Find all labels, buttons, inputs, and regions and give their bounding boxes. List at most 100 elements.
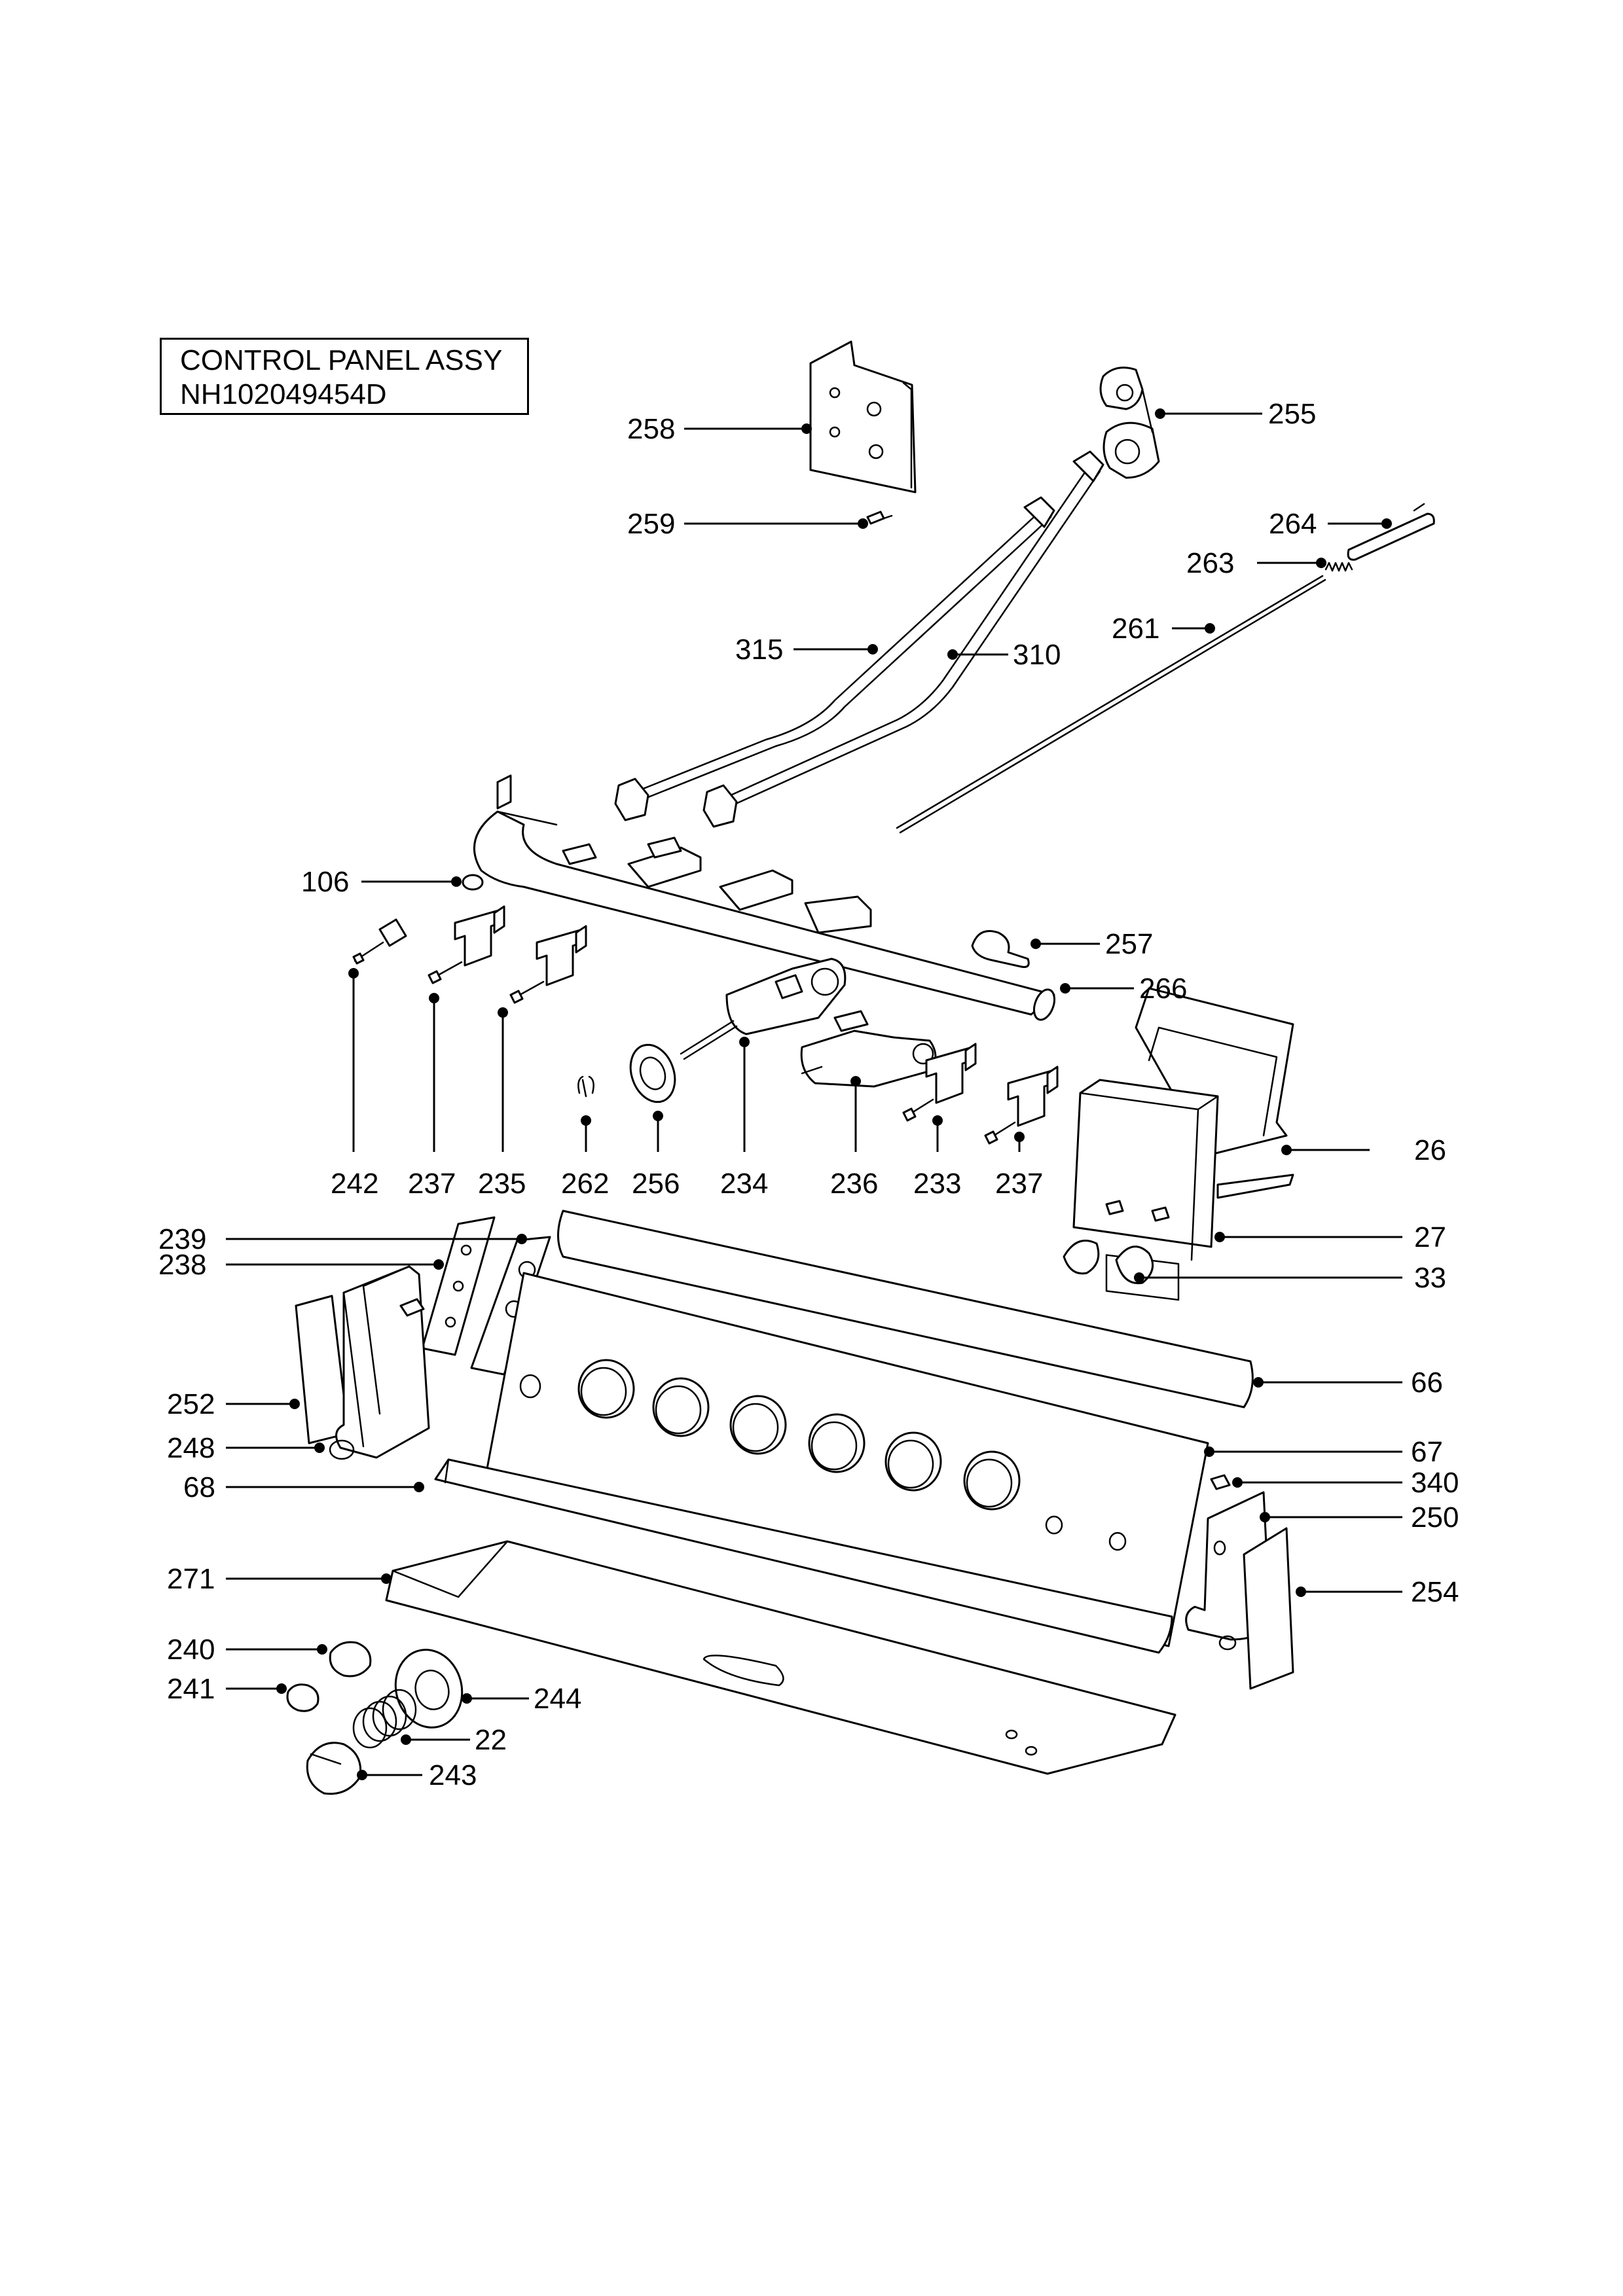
label-256: 256 xyxy=(632,1168,680,1200)
callout-271: 271 xyxy=(167,1563,392,1595)
callout-242: 242 xyxy=(331,968,378,1200)
label-250: 250 xyxy=(1411,1501,1459,1534)
callout-241: 241 xyxy=(167,1673,287,1705)
label-271: 271 xyxy=(167,1563,215,1595)
label-26: 26 xyxy=(1414,1134,1446,1166)
part-315-310-gas-tubes xyxy=(614,450,1104,828)
part-240-knob-insert xyxy=(329,1641,372,1677)
part-257-clip xyxy=(971,930,1030,968)
callout-259: 259 xyxy=(627,508,868,540)
label-248: 248 xyxy=(167,1432,215,1464)
label-254: 254 xyxy=(1411,1576,1459,1608)
callout-262: 262 xyxy=(561,1115,609,1200)
callout-266: 266 xyxy=(1060,973,1187,1005)
label-243: 243 xyxy=(429,1759,477,1791)
part-22-spring xyxy=(352,1689,417,1749)
part-264-rod-end xyxy=(1347,503,1435,561)
callout-236: 236 xyxy=(830,1076,878,1200)
callout-248: 248 xyxy=(167,1432,325,1464)
part-340-clip xyxy=(1210,1474,1231,1490)
callout-240: 240 xyxy=(167,1634,327,1666)
callout-264: 264 xyxy=(1269,508,1392,540)
callout-234: 234 xyxy=(720,1037,768,1200)
label-258: 258 xyxy=(627,413,675,445)
part-237-valve-a xyxy=(428,905,505,984)
callout-252: 252 xyxy=(167,1388,300,1420)
label-67: 67 xyxy=(1411,1436,1443,1468)
label-241: 241 xyxy=(167,1673,215,1705)
part-234-valve xyxy=(680,958,847,1060)
part-254-right-gasket xyxy=(1243,1527,1294,1690)
callout-340: 340 xyxy=(1232,1467,1459,1499)
callout-310: 310 xyxy=(947,639,1061,671)
part-106-cap xyxy=(462,874,484,891)
label-264: 264 xyxy=(1269,508,1317,540)
part-27-timer xyxy=(1072,1079,1219,1301)
label-66: 66 xyxy=(1411,1367,1443,1399)
part-68-lower-trim xyxy=(434,1458,1173,1654)
part-258-bracket xyxy=(809,340,917,493)
part-271-bottom-plate xyxy=(385,1540,1176,1775)
callout-235: 235 xyxy=(478,1007,526,1200)
label-244: 244 xyxy=(534,1683,581,1715)
label-310: 310 xyxy=(1013,639,1061,671)
callout-261: 261 xyxy=(1112,613,1215,645)
callout-239: 239 xyxy=(158,1223,527,1255)
callout-33: 33 xyxy=(1134,1262,1446,1294)
part-266-manifold xyxy=(473,774,1056,1021)
callout-68: 68 xyxy=(183,1471,424,1503)
callout-237a: 237 xyxy=(408,993,456,1200)
label-240: 240 xyxy=(167,1634,215,1666)
label-252: 252 xyxy=(167,1388,215,1420)
label-22: 22 xyxy=(475,1724,507,1756)
part-66-top-trim xyxy=(557,1210,1254,1408)
callout-257: 257 xyxy=(1030,928,1153,960)
label-257: 257 xyxy=(1105,928,1153,960)
part-256-bezel xyxy=(629,1043,676,1103)
label-340: 340 xyxy=(1411,1467,1459,1499)
callout-256: 256 xyxy=(632,1111,680,1200)
label-261: 261 xyxy=(1112,613,1159,645)
label-33: 33 xyxy=(1414,1262,1446,1294)
part-243-knob xyxy=(306,1742,362,1795)
part-237-valve-b xyxy=(984,1066,1059,1145)
part-241-knob-insert xyxy=(286,1683,319,1712)
label-239: 239 xyxy=(158,1223,206,1255)
callout-237b: 237 xyxy=(995,1132,1043,1200)
callout-67: 67 xyxy=(1204,1436,1443,1468)
callout-250: 250 xyxy=(1260,1501,1459,1534)
callout-254: 254 xyxy=(1296,1576,1459,1608)
part-244-bezel xyxy=(394,1649,464,1729)
label-259: 259 xyxy=(627,508,675,540)
label-266: 266 xyxy=(1139,973,1187,1005)
callout-315: 315 xyxy=(735,634,878,666)
label-255: 255 xyxy=(1268,398,1316,430)
callout-258: 258 xyxy=(627,413,812,445)
part-33-timer-knobs xyxy=(1063,1240,1154,1285)
label-262: 262 xyxy=(561,1168,609,1200)
diagram-title: CONTROL PANEL ASSY xyxy=(180,344,503,376)
callout-106: 106 xyxy=(301,866,462,898)
label-106: 106 xyxy=(301,866,349,898)
label-234: 234 xyxy=(720,1168,768,1200)
label-237-right: 237 xyxy=(995,1168,1043,1200)
callout-244: 244 xyxy=(462,1683,581,1715)
part-67-control-panel xyxy=(483,1272,1209,1647)
label-315: 315 xyxy=(735,634,783,666)
part-236-valve xyxy=(800,1010,937,1088)
part-248-left-end-cap xyxy=(329,1265,430,1460)
part-263-spring xyxy=(1324,562,1353,572)
callout-263: 263 xyxy=(1186,547,1326,579)
part-235-valve xyxy=(509,925,587,1004)
part-number: NH102049454D xyxy=(180,378,387,410)
label-237-left: 237 xyxy=(408,1168,456,1200)
callout-243: 243 xyxy=(357,1759,477,1791)
callout-255: 255 xyxy=(1155,398,1316,430)
part-242-valve xyxy=(352,918,407,965)
label-68: 68 xyxy=(183,1471,215,1503)
callout-238: 238 xyxy=(158,1249,444,1281)
part-26-timer-bracket xyxy=(1135,987,1294,1199)
part-255-fitting xyxy=(1099,367,1160,479)
callout-66: 66 xyxy=(1253,1367,1443,1399)
